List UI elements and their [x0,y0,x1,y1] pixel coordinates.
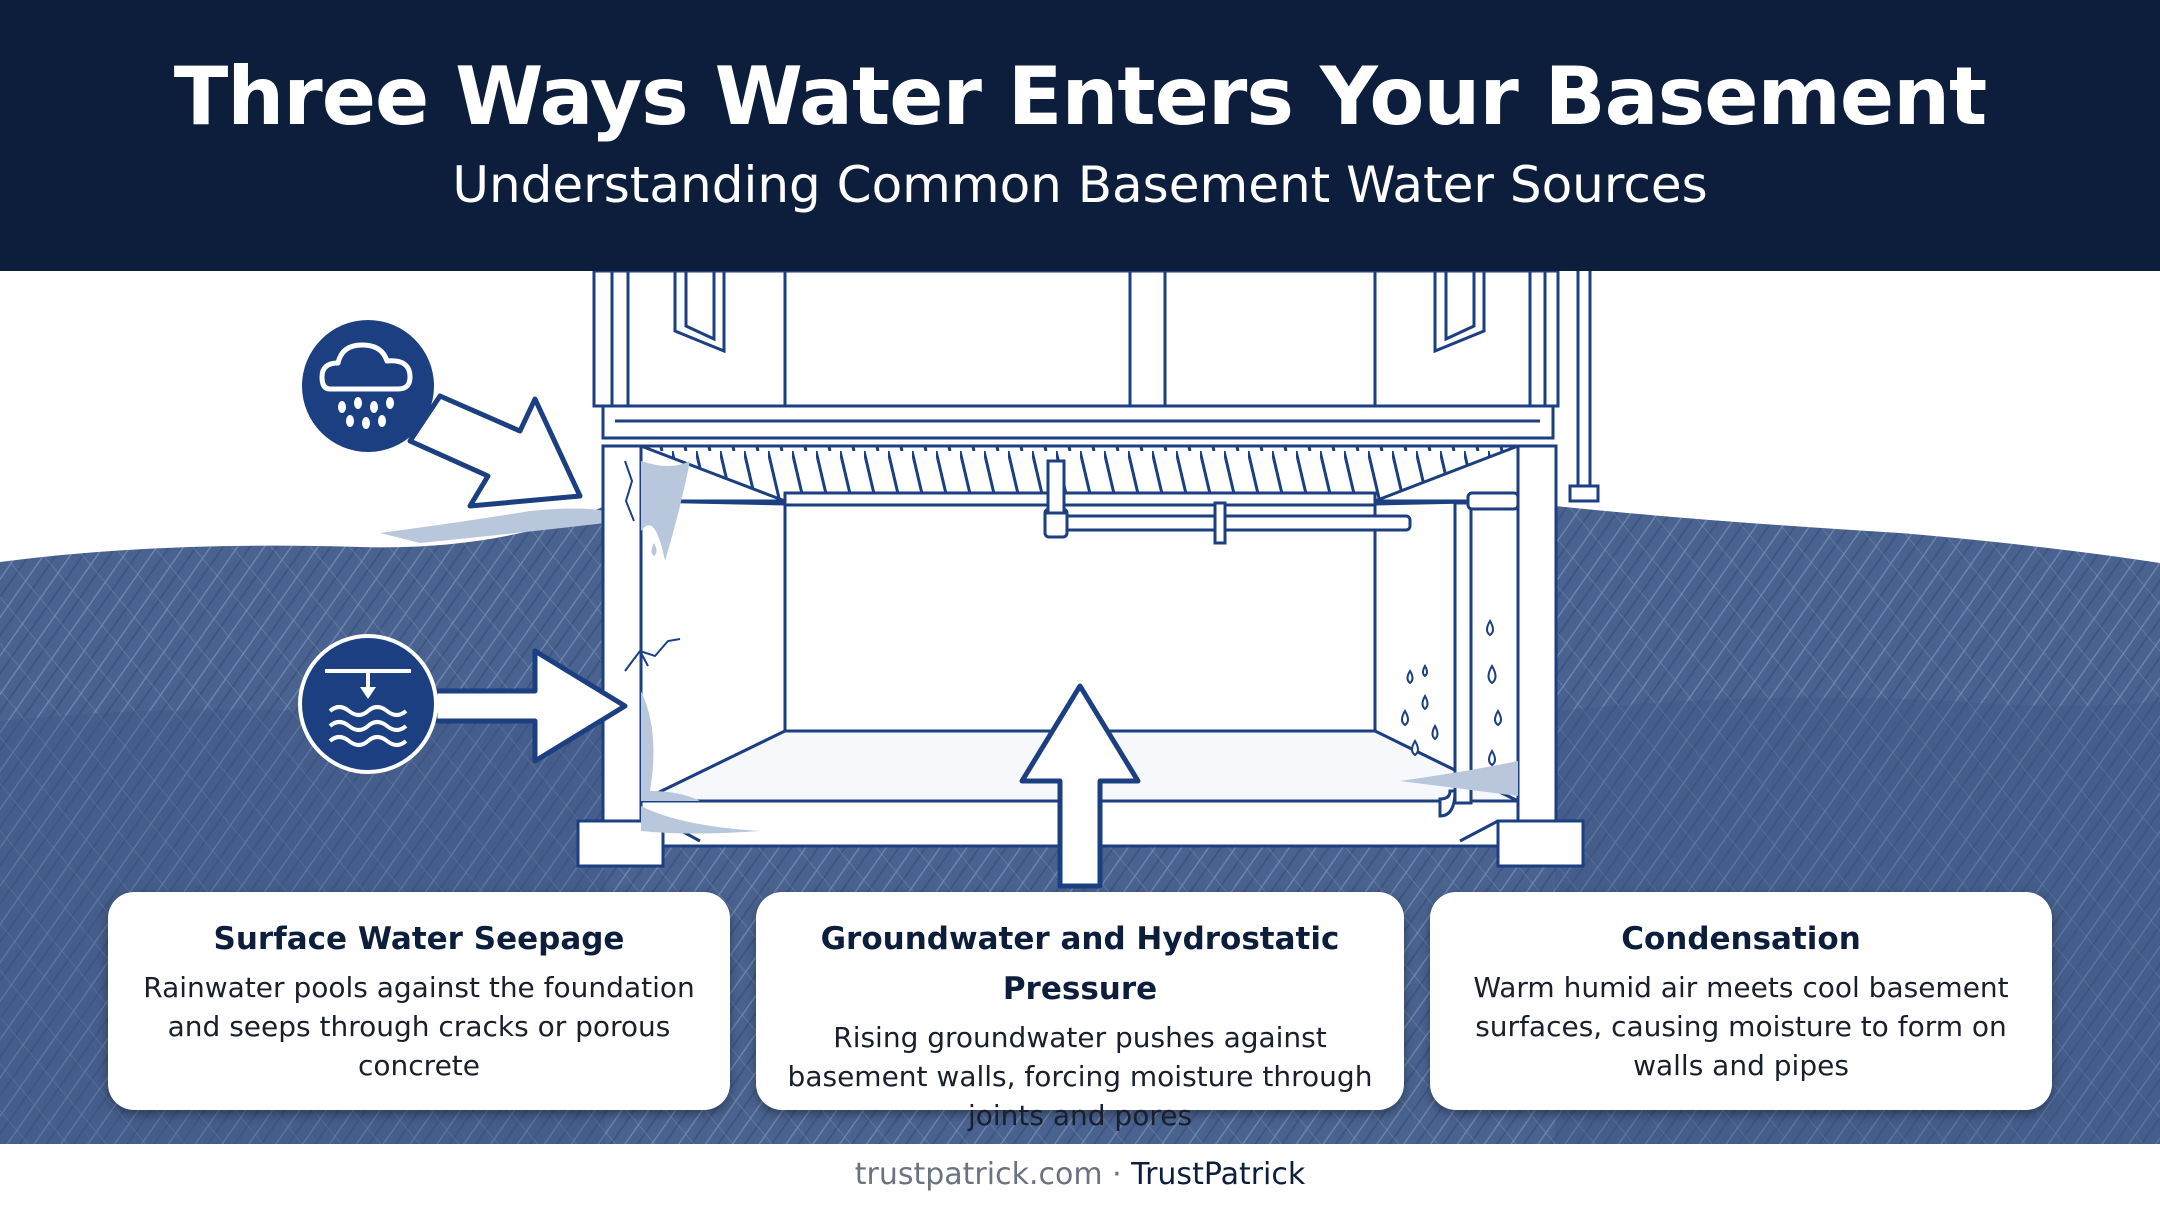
footer-brand: TrustPatrick [1131,1157,1306,1192]
card-title: Condensation [1621,921,1861,957]
water-level-icon [298,634,438,774]
footer-credit: trustpatrick.com · TrustPatrick [0,1144,2160,1206]
condensation-droplets [651,501,1502,767]
surface-water-arrow [407,393,583,509]
rain-cloud-icon [302,320,434,452]
page-subtitle: Understanding Common Basement Water Sour… [452,156,1708,214]
header-banner: Three Ways Water Enters Your Basement Un… [0,0,2160,271]
groundwater-arrow [432,648,628,764]
house-upper-floor [592,271,1600,503]
footer-domain-link[interactable]: trustpatrick.com [854,1157,1103,1192]
card-body: Warm humid air meets cool basement surfa… [1473,971,2009,1082]
water-stains [641,461,1518,834]
card-body: Rainwater pools against the foundation a… [143,971,695,1082]
foundation-cracks [624,460,681,672]
card-title: Surface Water Seepage [213,921,625,957]
page-title: Three Ways Water Enters Your Basement [173,50,1988,143]
card-title: Groundwater and Hydrostatic Pressure [820,921,1340,1007]
footer-separator: · [1102,1157,1132,1192]
card-surface-water-seepage: Surface Water Seepage Rainwater pools ag… [108,892,730,1110]
card-condensation: Condensation Warm humid air meets cool b… [1430,892,2052,1110]
basement-pipes [1043,459,1520,818]
card-groundwater-hydrostatic-pressure: Groundwater and Hydrostatic Pressure Ris… [756,892,1404,1132]
hydrostatic-pressure-arrow [1019,683,1141,889]
card-body: Rising groundwater pushes against baseme… [787,1021,1373,1132]
